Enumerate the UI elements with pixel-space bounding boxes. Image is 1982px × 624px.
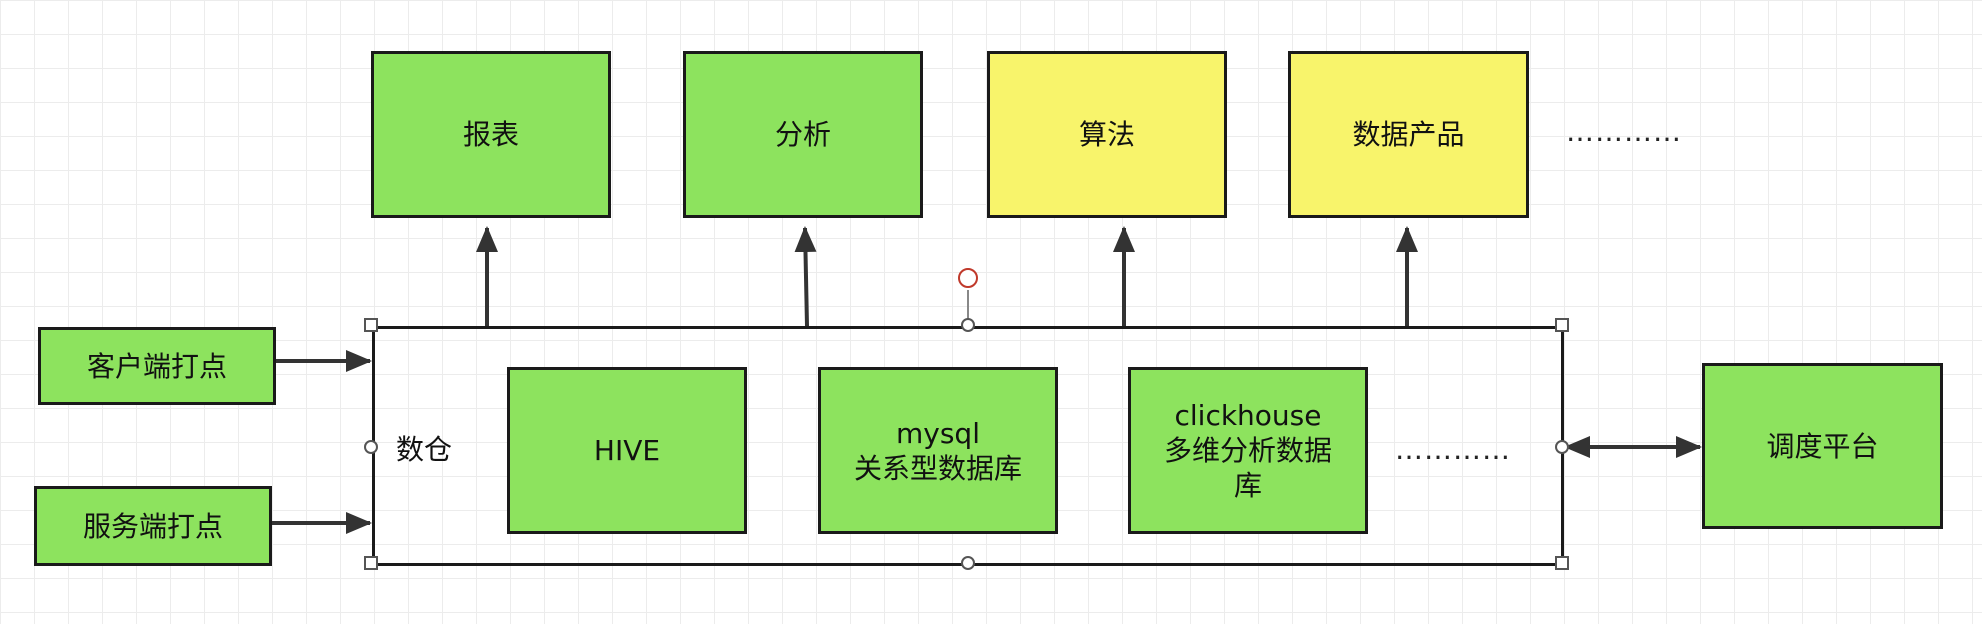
- arrow-to-analysis: [794, 226, 817, 327]
- component-box-clickhouse[interactable]: clickhouse 多维分析数据 库: [1128, 367, 1368, 534]
- resize-handle-top-right[interactable]: [1555, 318, 1569, 332]
- output-box-analysis[interactable]: 分析: [683, 51, 923, 218]
- component-label-hive: HIVE: [593, 434, 661, 467]
- resize-handle-bottom-left[interactable]: [364, 556, 378, 570]
- resize-handle-middle-left[interactable]: [364, 440, 378, 454]
- outputs-more-ellipsis: …………: [1566, 115, 1682, 148]
- source-label-client: 客户端打点: [86, 349, 227, 383]
- source-box-server[interactable]: 服务端打点: [34, 486, 272, 566]
- component-label-clickhouse: clickhouse 多维分析数据 库: [1163, 399, 1332, 502]
- component-label-mysql: mysql 关系型数据库: [853, 416, 1022, 485]
- resize-handle-top-left[interactable]: [364, 318, 378, 332]
- output-label-analysis: 分析: [774, 118, 831, 151]
- resize-handle-top-center[interactable]: [961, 318, 975, 332]
- resize-handle-middle-right[interactable]: [1555, 440, 1569, 454]
- source-box-client[interactable]: 客户端打点: [38, 327, 276, 405]
- component-box-hive[interactable]: HIVE: [507, 367, 747, 534]
- output-label-data-product: 数据产品: [1352, 118, 1465, 151]
- scheduler-box[interactable]: 调度平台: [1702, 363, 1943, 529]
- output-label-algorithm: 算法: [1078, 118, 1135, 151]
- output-label-report: 报表: [462, 118, 519, 151]
- source-label-server: 服务端打点: [82, 509, 223, 543]
- component-box-mysql[interactable]: mysql 关系型数据库: [818, 367, 1058, 534]
- resize-handle-bottom-right[interactable]: [1555, 556, 1569, 570]
- resize-handle-bottom-center[interactable]: [961, 556, 975, 570]
- warehouse-label: 数仓: [396, 433, 453, 466]
- warehouse-more-ellipsis: …………: [1395, 433, 1511, 466]
- output-box-data-product[interactable]: 数据产品: [1288, 51, 1529, 218]
- scheduler-label: 调度平台: [1766, 429, 1879, 463]
- output-box-algorithm[interactable]: 算法: [987, 51, 1227, 218]
- output-box-report[interactable]: 报表: [371, 51, 611, 218]
- rotate-handle[interactable]: [958, 268, 978, 288]
